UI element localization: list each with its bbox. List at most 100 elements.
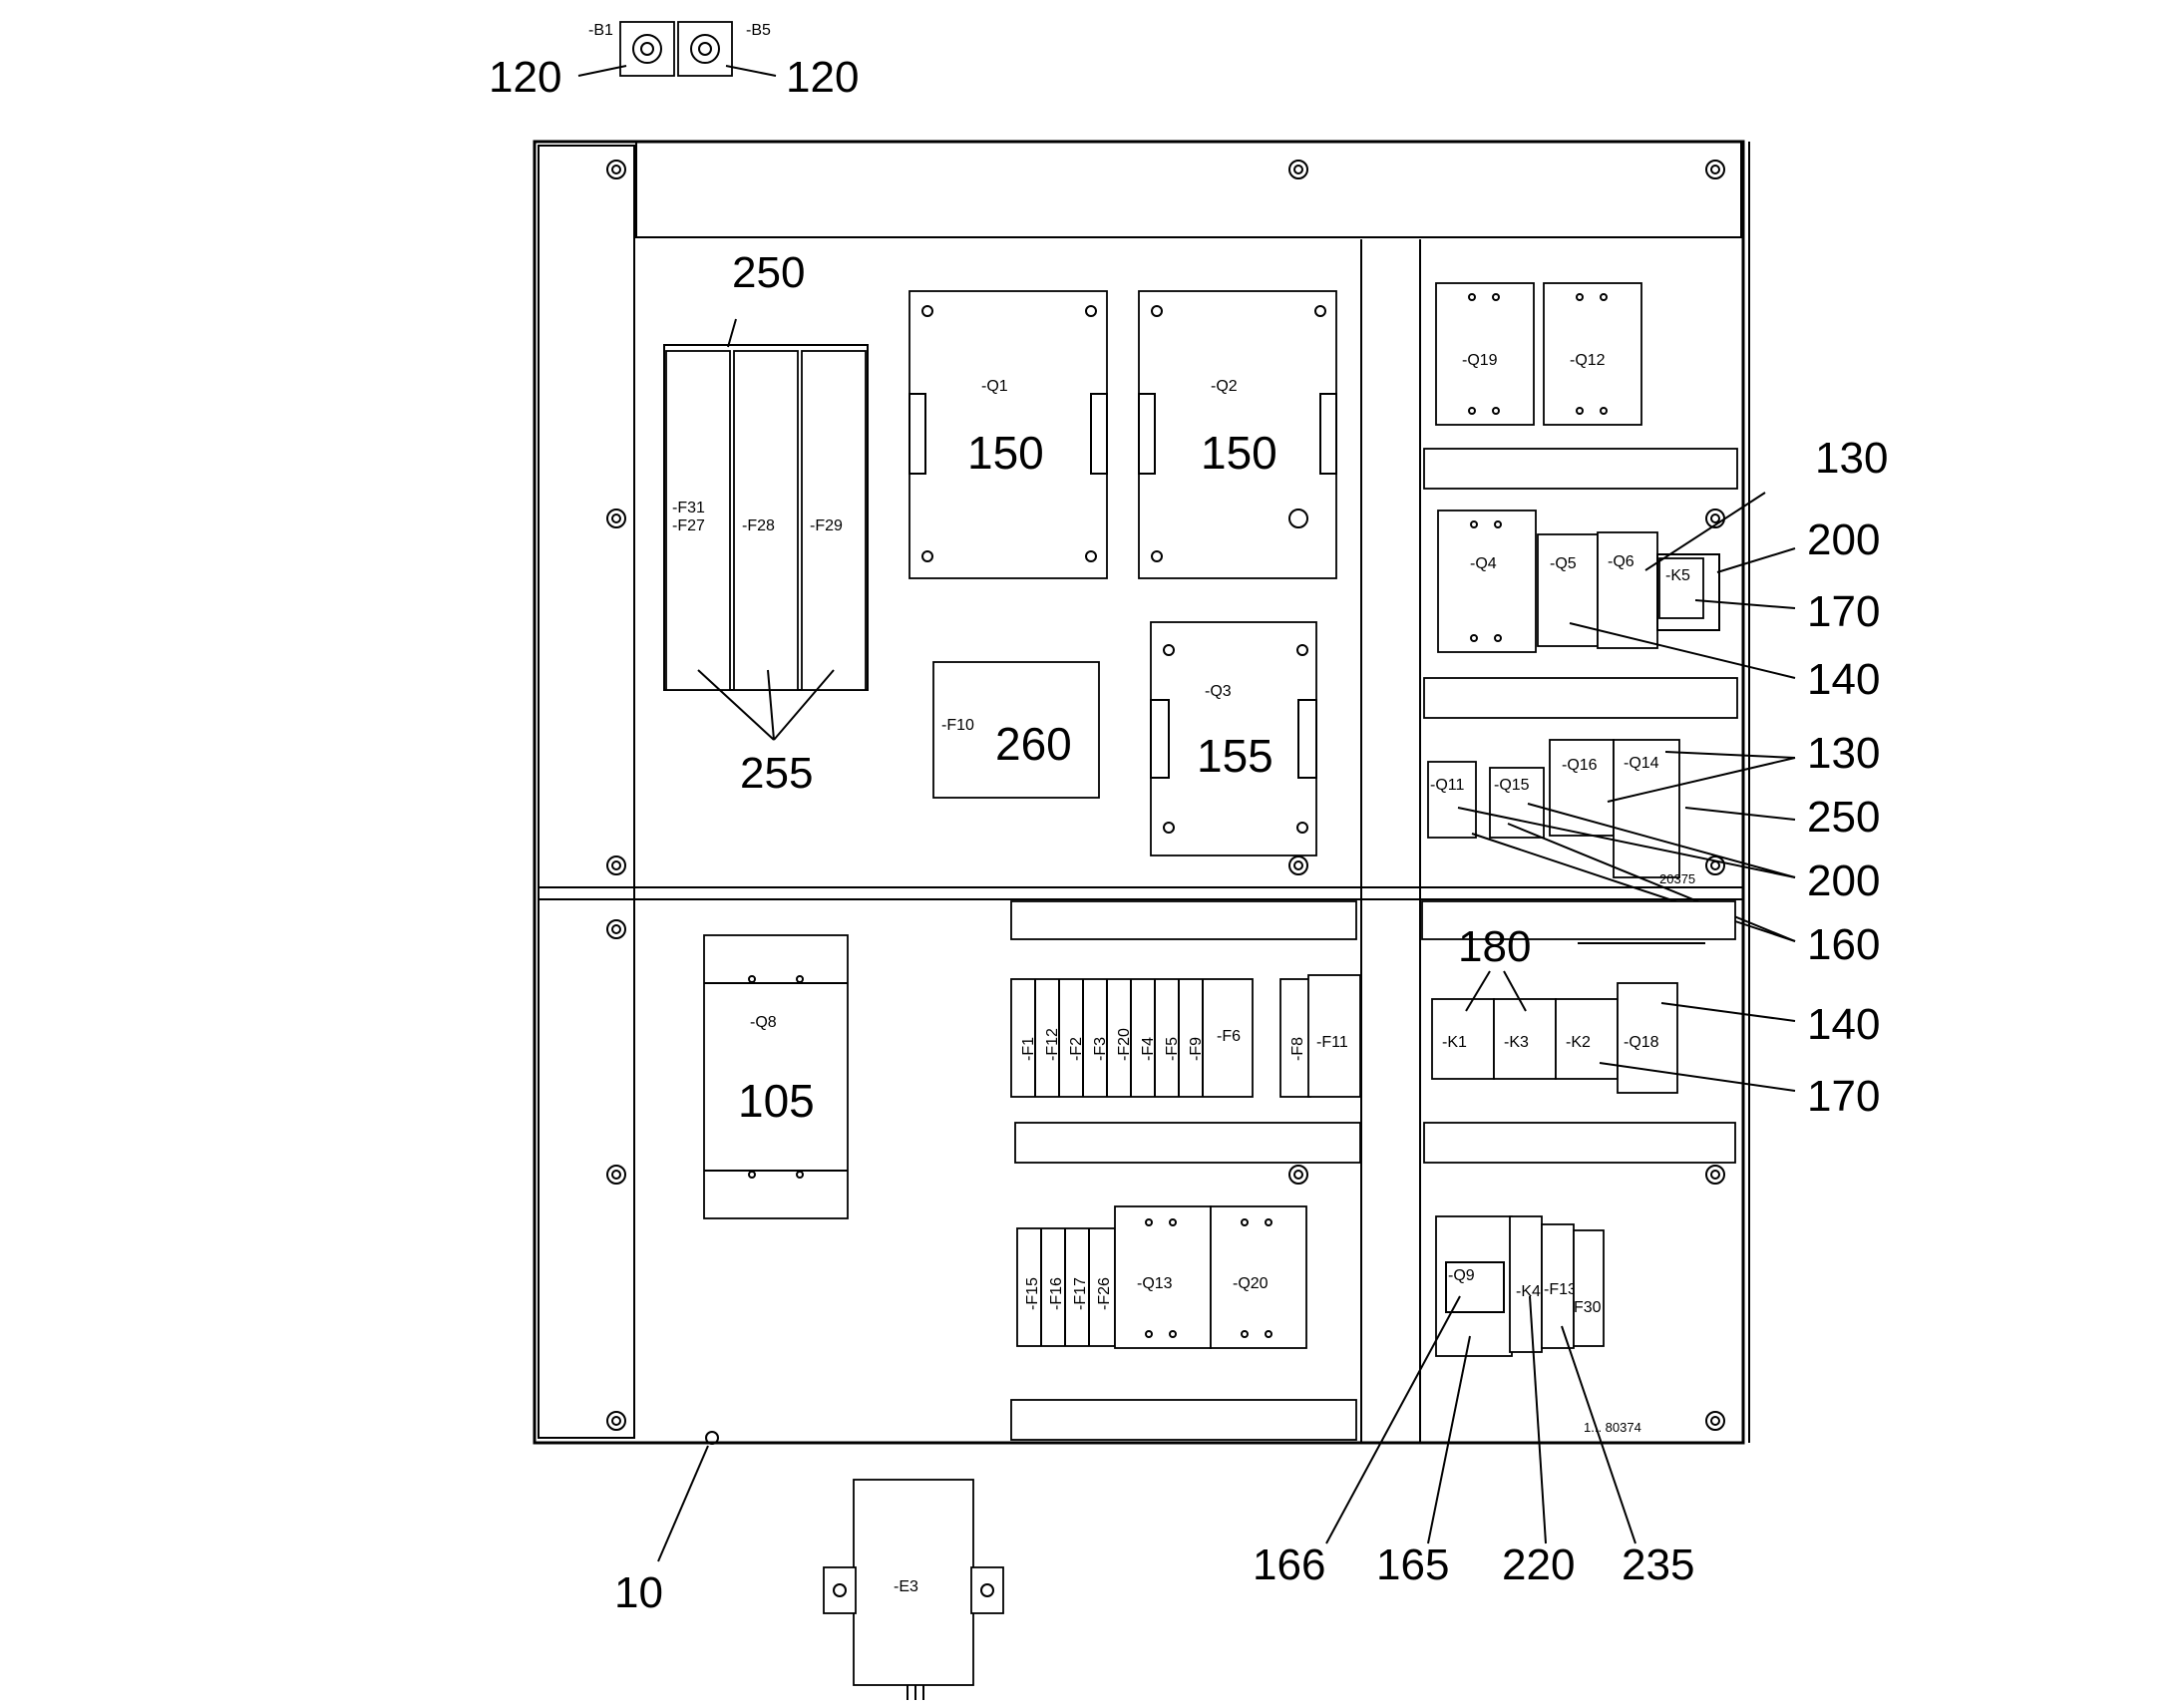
label-k5: -K5 [1665,567,1690,584]
label-f31: -F31 [672,500,705,516]
label-f6: -F6 [1217,1028,1241,1045]
cabinet-frame [533,140,1750,1445]
drawing-id-upper: 20375 [1659,871,1695,886]
label-q8: -Q8 [750,1014,777,1031]
fuse-f10: -F10 260 [932,661,1100,799]
callout-200-mid: 200 [1807,856,1880,905]
label-b5: -B5 [746,22,771,39]
label-f28: -F28 [742,517,775,534]
label-q19: -Q19 [1462,352,1498,369]
label-q5: -Q5 [1550,555,1577,572]
callout-180: 180 [1458,922,1531,971]
breaker-q16: -Q16 [1549,739,1615,837]
label-f9: -F9 [1188,1037,1205,1061]
label-q20: -Q20 [1233,1275,1269,1292]
fuse-f8-f11: -F8 -F11 [1279,974,1361,1098]
breaker-q1: -Q1 150 [908,290,1108,579]
label-f11: -F11 [1316,1034,1348,1051]
callout-166: 166 [1253,1540,1325,1589]
label-f26: -F26 [1096,1277,1113,1310]
relay-k1: -K1 [1431,998,1495,1080]
label-f10: -F10 [941,717,974,734]
label-f17: -F17 [1072,1277,1089,1310]
din-rail-6 [1421,900,1736,940]
callout-130-upper: 130 [1815,434,1888,483]
label-k3: -K3 [1504,1034,1529,1051]
breaker-q9: -Q9 [1435,1215,1513,1357]
breaker-q13: -Q13 [1114,1205,1212,1349]
label-q16: -Q16 [1562,757,1598,774]
din-rail-5 [1010,1399,1357,1441]
callout-130-mid: 130 [1807,729,1880,778]
callout-200-upper: 200 [1807,515,1880,564]
callout-170-lower: 170 [1807,1072,1880,1121]
sensor-b1: -B1 [588,21,675,77]
din-rail-2 [1423,677,1738,719]
label-q15: -Q15 [1494,777,1530,794]
breaker-q15: -Q15 [1489,767,1545,839]
din-rail-7 [1423,1122,1736,1164]
callout-220: 220 [1502,1540,1575,1589]
label-q12: -Q12 [1570,352,1606,369]
label-f5: -F5 [1164,1037,1181,1061]
breaker-q5: -Q5 [1537,533,1599,647]
callout-10: 10 [614,1568,663,1617]
callout-250-top: 250 [732,248,805,297]
callout-150-q2: 150 [1201,427,1277,479]
label-f13: -F13 [1544,1281,1577,1298]
breaker-q18: -Q18 [1617,982,1678,1094]
sensor-b5: -B5 [677,21,771,77]
label-q2: -Q2 [1211,378,1238,395]
label-q6: -Q6 [1608,553,1635,570]
relay-k4: -K4 [1509,1215,1543,1353]
breaker-q4: -Q4 [1437,510,1537,653]
fuse-f13: -F13 [1541,1223,1577,1349]
callout-255: 255 [740,749,813,798]
breaker-q19: -Q19 [1435,282,1535,426]
breaker-q3: -Q3 155 [1150,621,1317,856]
callout-120-right: 120 [786,53,859,102]
label-f1: -F1 [1020,1037,1037,1061]
label-q9: -Q9 [1448,1267,1475,1284]
label-f29: -F29 [810,517,843,534]
heater-e3: -E3 [823,1479,1004,1700]
callout-140-lower: 140 [1807,1000,1880,1049]
breaker-q6: -Q6 [1597,531,1658,649]
label-q11: -Q11 [1430,777,1464,794]
ground-point [705,1431,719,1445]
breaker-q12: -Q12 [1543,282,1642,426]
label-q4: -Q4 [1470,555,1497,572]
din-rail-3 [1010,900,1357,940]
fuse-f30: F30 [1573,1229,1605,1347]
label-q14: -Q14 [1624,755,1659,772]
fuse-row-2: -F15 -F16 -F17 -F26 [1016,1227,1116,1347]
callout-260: 260 [995,718,1072,770]
label-e3: -E3 [894,1578,918,1595]
callout-250-mid: 250 [1807,793,1880,842]
label-f2: -F2 [1068,1037,1085,1061]
relay-k5: -K5 [1656,553,1720,631]
label-f15: -F15 [1024,1277,1041,1310]
callout-165: 165 [1376,1540,1449,1589]
label-k2: -K2 [1566,1034,1591,1051]
callout-150-q1: 150 [967,427,1044,479]
callout-120-left: 120 [489,53,561,102]
label-f4: -F4 [1140,1037,1157,1061]
label-q3: -Q3 [1205,683,1232,700]
relay-k3: -K3 [1493,998,1557,1080]
breaker-q14: -Q14 [1613,739,1680,878]
fuse-row-1: -F1 -F12 -F2 -F3 -F20 -F4 -F5 -F9 -F6 [1010,978,1254,1098]
callout-160: 160 [1807,920,1880,969]
label-f16: -F16 [1048,1277,1065,1310]
din-rail-1 [1423,448,1738,490]
breaker-q11: -Q11 [1427,761,1477,839]
label-f20: -F20 [1116,1028,1133,1061]
breaker-q2: -Q2 150 [1138,290,1337,579]
label-b1: -B1 [588,22,613,39]
label-q18: -Q18 [1624,1034,1659,1051]
callout-170-upper: 170 [1807,587,1880,636]
label-k1: -K1 [1442,1034,1467,1051]
label-f27: -F27 [672,517,705,534]
label-f8: -F8 [1289,1037,1306,1061]
label-f30: F30 [1574,1299,1602,1316]
